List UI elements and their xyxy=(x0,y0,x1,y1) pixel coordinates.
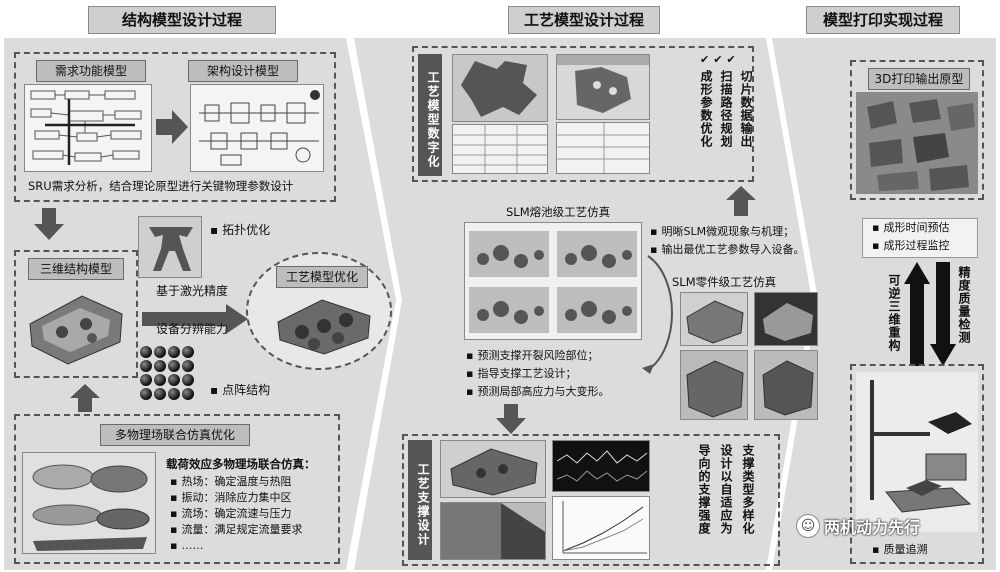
support-image-2 xyxy=(440,502,546,560)
printer-group xyxy=(850,364,984,564)
quality-trace-label: 质量追溯 xyxy=(872,542,927,558)
cycle-arrow-icon xyxy=(642,255,673,374)
laser-precision-label: 基于激光精度 xyxy=(156,284,229,298)
prototype-group xyxy=(850,60,984,200)
multiphysics-item: 热场：确定温度与热阻 xyxy=(170,474,291,490)
melt-item: 输出最优工艺参数导入设备。 xyxy=(650,242,804,258)
device-resolution-label: 设备分辨能力 xyxy=(156,322,229,336)
multiphysics-label: 多物理场联合仿真优化 xyxy=(100,424,250,446)
solid-model-label: 三维结构模型 xyxy=(28,258,124,280)
topology-label: 拓扑优化 xyxy=(210,222,270,238)
solid-model-group xyxy=(14,250,138,378)
part-image-3 xyxy=(680,350,748,420)
lattice-label: 点阵结构 xyxy=(210,382,270,398)
printing-section-title: 模型打印实现过程 xyxy=(806,6,960,34)
wechat-icon: ☺ xyxy=(796,514,820,538)
topology-image xyxy=(138,216,202,278)
digitize-label: 工艺模型数字化 xyxy=(418,54,442,176)
requirement-group xyxy=(14,52,336,202)
slice-table-2 xyxy=(556,122,650,174)
arrow-right-long-icon xyxy=(142,304,248,334)
multiphysics-item: 振动：消除应力集中区 xyxy=(170,490,291,506)
arrow-up-icon xyxy=(904,262,930,366)
multiphysics-item: 流场：确定流速与压力 xyxy=(170,506,291,522)
check-marks: ✔✔✔ xyxy=(700,53,740,66)
scan-path-text: 扫描路径规划 xyxy=(719,70,733,148)
support-chart-2 xyxy=(552,496,650,560)
architecture-model-label: 架构设计模型 xyxy=(188,60,298,82)
slice-output-text: 切片数据输出 xyxy=(739,70,753,148)
slice-image-2 xyxy=(556,54,650,120)
process-section-title: 工艺模型设计过程 xyxy=(508,6,660,34)
support-group xyxy=(402,434,780,566)
support-image-1 xyxy=(440,440,546,498)
multiphysics-header: 载荷效应多物理场联合仿真： xyxy=(166,457,316,471)
multiphysics-group xyxy=(14,414,340,564)
melt-pool-images xyxy=(464,222,642,340)
part-image-2 xyxy=(754,292,818,346)
reverse-model-text: 可逆三维重构 xyxy=(887,274,901,352)
prototype-image xyxy=(856,92,978,194)
support-item: 预测支撑开裂风险部位； xyxy=(466,348,598,364)
process-opt-label: 工艺模型优化 xyxy=(276,266,368,288)
support-design-label: 工艺支撑设计 xyxy=(408,440,432,560)
part-image-4 xyxy=(754,350,818,420)
support-item: 预测局部高应力与大变形。 xyxy=(466,384,609,400)
printing-item: 成形时间预估 xyxy=(872,220,949,236)
demand-model-label: 需求功能模型 xyxy=(36,60,146,82)
printer-image xyxy=(856,372,978,532)
process-opt-image xyxy=(272,292,376,358)
arrow-down-icon xyxy=(496,404,526,434)
melt-pool-title: SLM熔池级工艺仿真 xyxy=(506,205,611,219)
slice-image-1 xyxy=(452,54,548,122)
arrow-right-icon xyxy=(156,110,188,144)
arrow-down-icon xyxy=(34,208,64,240)
adaptive-design-text: 设计以自适应为 xyxy=(719,444,733,535)
demand-model-diagram xyxy=(24,84,152,172)
printing-item: 成形过程监控 xyxy=(872,238,949,254)
watermark: ☺ 两机动力先行 xyxy=(796,514,976,538)
support-chart-1 xyxy=(552,440,650,492)
multiphysics-image xyxy=(22,452,156,554)
digitize-group xyxy=(412,46,754,182)
arrow-up-icon xyxy=(726,186,756,216)
multiphysics-item: 流量：满足规定流量要求 xyxy=(170,522,302,538)
watermark-text: 两机动力先行 xyxy=(824,518,921,537)
support-strength-text: 导向的支撑强度 xyxy=(697,444,711,535)
architecture-model-diagram xyxy=(190,84,324,172)
support-type-text: 支撑类型多样化 xyxy=(741,444,755,535)
arrow-up-icon xyxy=(70,384,100,412)
solid-model-image xyxy=(22,284,130,370)
part-image-1 xyxy=(680,292,748,346)
lattice-image xyxy=(138,344,202,406)
sru-caption: SRU需求分析，结合理论原型进行关键物理参数设计 xyxy=(28,179,294,193)
melt-item: 明晰SLM微观现象与机理； xyxy=(650,224,794,240)
form-param-text: 成形参数优化 xyxy=(699,70,713,148)
multiphysics-item: …… xyxy=(170,538,203,554)
prototype-label: 3D打印输出原型 xyxy=(868,68,970,90)
precision-check-text: 精度质量检测 xyxy=(957,266,971,344)
part-level-title: SLM零件级工艺仿真 xyxy=(672,275,777,289)
support-item: 指导支撑工艺设计； xyxy=(466,366,576,382)
structural-section-title: 结构模型设计过程 xyxy=(88,6,276,34)
arrow-down-icon xyxy=(930,262,956,366)
slice-table-1 xyxy=(452,124,548,174)
